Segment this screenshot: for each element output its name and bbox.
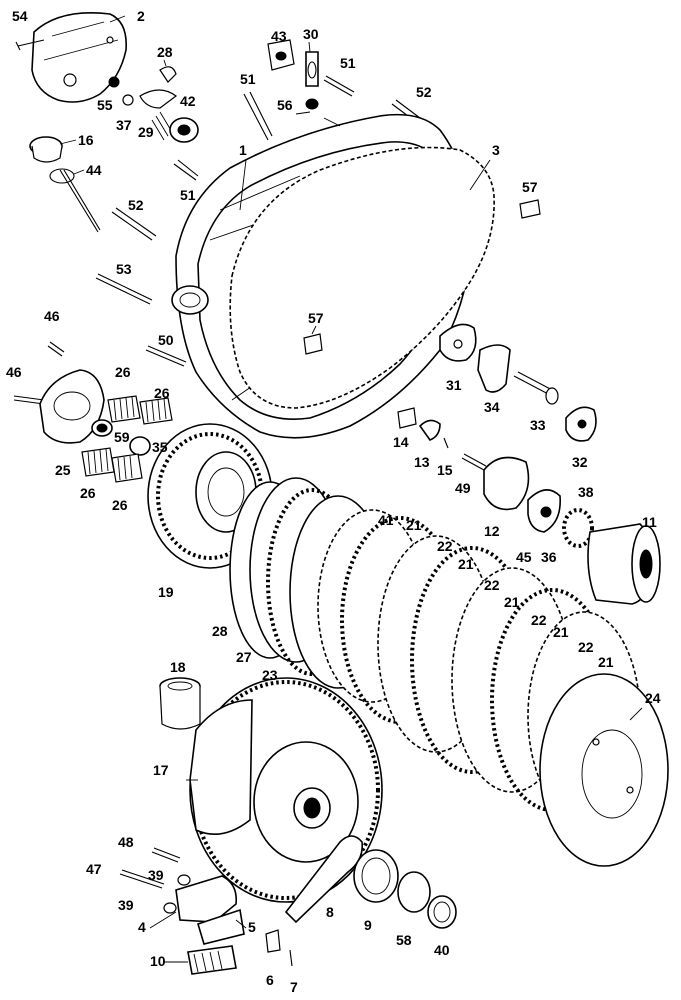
callout-39: 39 bbox=[148, 867, 164, 883]
callout-3: 3 bbox=[492, 142, 500, 158]
part-adjuster-top bbox=[267, 39, 319, 110]
callout-26: 26 bbox=[154, 385, 170, 401]
callout-10: 10 bbox=[150, 953, 166, 969]
part-outer-plate bbox=[539, 673, 669, 867]
callout-21: 21 bbox=[504, 594, 520, 610]
callout-2: 2 bbox=[137, 8, 145, 24]
callout-18: 18 bbox=[170, 659, 186, 675]
part-small-cover bbox=[31, 12, 127, 103]
part-release-lever-washers bbox=[284, 835, 457, 929]
part-pressure-plate bbox=[13, 341, 105, 444]
callout-14: 14 bbox=[393, 434, 409, 450]
callout-22: 22 bbox=[484, 577, 500, 593]
part-gasket bbox=[229, 146, 495, 409]
callout-32: 32 bbox=[572, 454, 588, 470]
callout-54: 54 bbox=[12, 8, 28, 24]
callout-30: 30 bbox=[303, 26, 319, 42]
callout-6: 6 bbox=[266, 972, 274, 988]
callout-21: 21 bbox=[406, 517, 422, 533]
callout-37: 37 bbox=[116, 117, 132, 133]
callout-51: 51 bbox=[340, 55, 356, 71]
callout-25: 25 bbox=[55, 462, 71, 478]
callout-5: 5 bbox=[248, 919, 256, 935]
callout-44: 44 bbox=[86, 162, 102, 178]
callout-21: 21 bbox=[598, 654, 614, 670]
part-bolts bbox=[95, 75, 429, 367]
part-screw-54 bbox=[15, 39, 45, 51]
parts-drawing bbox=[13, 12, 669, 975]
part-clutch-springs bbox=[81, 395, 173, 483]
callout-52: 52 bbox=[128, 197, 144, 213]
callout-47: 47 bbox=[86, 861, 102, 877]
callout-59: 59 bbox=[114, 429, 130, 445]
callout-19: 19 bbox=[158, 584, 174, 600]
callout-29: 29 bbox=[138, 124, 154, 140]
callout-11: 11 bbox=[642, 514, 657, 530]
callout-27: 27 bbox=[236, 649, 252, 665]
part-clutch-outer bbox=[189, 677, 383, 903]
callout-34: 34 bbox=[484, 399, 500, 415]
callout-46: 46 bbox=[6, 364, 22, 380]
callout-22: 22 bbox=[578, 639, 594, 655]
callout-50: 50 bbox=[158, 332, 174, 348]
callout-13: 13 bbox=[414, 454, 430, 470]
callout-35: 35 bbox=[152, 439, 168, 455]
callout-36: 36 bbox=[541, 549, 557, 565]
callout-51: 51 bbox=[180, 187, 196, 203]
callout-31: 31 bbox=[446, 377, 462, 393]
callout-8: 8 bbox=[326, 904, 334, 920]
part-release-mechanism bbox=[439, 323, 597, 442]
callout-52: 52 bbox=[416, 84, 432, 100]
part-linkage-top bbox=[108, 66, 199, 143]
callout-15: 15 bbox=[437, 462, 453, 478]
callout-48: 48 bbox=[118, 834, 134, 850]
callout-24: 24 bbox=[645, 690, 661, 706]
callout-39: 39 bbox=[118, 897, 134, 913]
callout-9: 9 bbox=[364, 917, 372, 933]
callout-41: 41 bbox=[378, 512, 394, 528]
part-lower-lever-assembly bbox=[119, 847, 293, 975]
part-oil-filler-cap bbox=[29, 136, 101, 233]
callout-16: 16 bbox=[78, 132, 94, 148]
callout-45: 45 bbox=[516, 549, 532, 565]
callout-12: 12 bbox=[484, 523, 500, 539]
part-oil-pump-group bbox=[397, 407, 661, 605]
callout-1: 1 bbox=[239, 142, 247, 158]
callout-53: 53 bbox=[116, 261, 132, 277]
leader-lines bbox=[59, 15, 643, 963]
callout-57: 57 bbox=[308, 310, 324, 326]
part-bushing bbox=[159, 677, 201, 730]
callout-23: 23 bbox=[262, 667, 278, 683]
callout-17: 17 bbox=[153, 762, 169, 778]
callout-26: 26 bbox=[112, 497, 128, 513]
callout-56: 56 bbox=[277, 97, 293, 113]
callout-33: 33 bbox=[530, 417, 546, 433]
callout-22: 22 bbox=[437, 538, 453, 554]
callout-40: 40 bbox=[434, 942, 450, 958]
callout-4: 4 bbox=[138, 919, 146, 935]
callout-49: 49 bbox=[455, 480, 471, 496]
callout-26: 26 bbox=[80, 485, 96, 501]
callout-26: 26 bbox=[115, 364, 131, 380]
callout-21: 21 bbox=[553, 624, 569, 640]
callout-28: 28 bbox=[157, 44, 173, 60]
callout-43: 43 bbox=[271, 28, 287, 44]
callout-7: 7 bbox=[290, 979, 298, 995]
callout-42: 42 bbox=[180, 93, 196, 109]
callout-38: 38 bbox=[578, 484, 594, 500]
part-dowel-pins bbox=[303, 199, 541, 355]
callout-labels: 54 2 43 30 28 51 51 55 37 29 42 56 52 16… bbox=[6, 8, 661, 995]
callout-57: 57 bbox=[522, 179, 538, 195]
callout-58: 58 bbox=[396, 932, 412, 948]
callout-46: 46 bbox=[44, 308, 60, 324]
callout-51: 51 bbox=[240, 71, 256, 87]
callout-28: 28 bbox=[212, 623, 228, 639]
callout-22: 22 bbox=[531, 612, 547, 628]
callout-21: 21 bbox=[458, 556, 474, 572]
callout-55: 55 bbox=[97, 97, 113, 113]
